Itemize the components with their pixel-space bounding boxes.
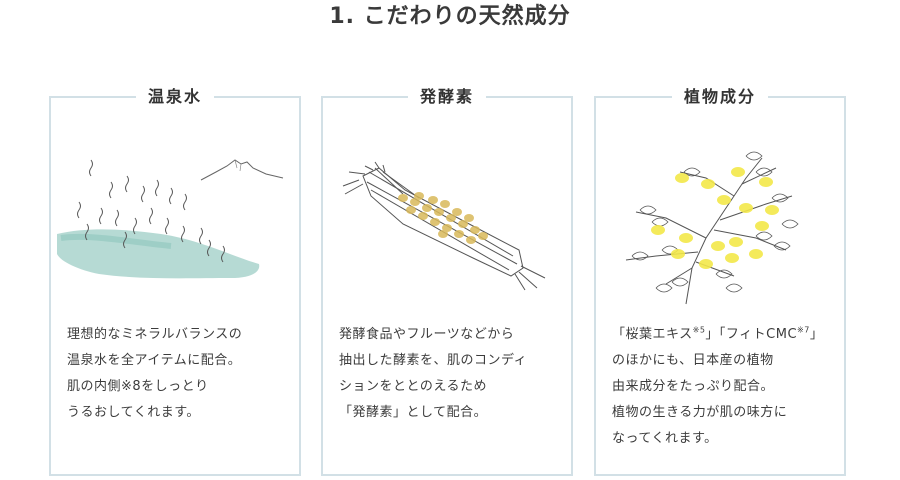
text-fragment: 」 xyxy=(809,327,824,342)
description-line: 「発酵素」として配合。 xyxy=(339,405,488,420)
description-line: 理想的なミネラルバランスの xyxy=(67,327,243,342)
card-hot-spring-water: 温泉水 理想的なミ xyxy=(49,87,301,476)
text-fragment: 」「フィトCMC xyxy=(705,327,798,342)
card-fermented-enzyme: 発酵素 xyxy=(321,87,573,476)
description-line: 植物の生きる力が肌の味方に xyxy=(612,405,788,420)
card-title: 温泉水 xyxy=(135,87,214,106)
description-line: 肌の内側※8をしっとり xyxy=(67,379,209,394)
hot-spring-illustration xyxy=(57,159,284,279)
footnote-mark: ※5 xyxy=(692,325,706,335)
card-description: 理想的なミネラルバランスの 温泉水を全アイテムに配合。 肌の内側※8をしっとり … xyxy=(67,322,289,426)
description-line: 由来成分をたっぷり配合。 xyxy=(612,379,775,394)
section-title: 1. こだわりの天然成分 xyxy=(329,4,571,29)
description-line: のほかにも、日本産の植物 xyxy=(612,353,774,368)
text-fragment: 「桜葉エキス xyxy=(612,327,693,342)
card-plant-ingredients: 植物成分 xyxy=(594,87,846,476)
footnote-mark: ※7 xyxy=(797,325,810,335)
card-description: 「桜葉エキス※5」「フィトCMC※7」 のほかにも、日本産の植物 由来成分をたっ… xyxy=(612,322,834,452)
description-line: 温泉水を全アイテムに配合。 xyxy=(67,353,242,368)
fermented-soybean-illustration xyxy=(342,161,546,291)
description-line: うるおしてくれます。 xyxy=(67,405,200,420)
description-line: 「桜葉エキス※5」「フィトCMC※7」 xyxy=(612,322,834,348)
card-title: 植物成分 xyxy=(671,87,768,106)
card-description: 発酵食品やフルーツなどから 抽出した酵素を、肌のコンディ ションをととのえるため… xyxy=(339,322,561,426)
description-line: なってくれます。 xyxy=(612,431,718,446)
description-line: 発酵食品やフルーツなどから xyxy=(339,327,515,342)
description-line: 抽出した酵素を、肌のコンディ xyxy=(339,353,528,368)
description-line: ションをととのえるため xyxy=(339,379,487,394)
card-title: 発酵素 xyxy=(407,87,486,106)
lemon-tree-illustration xyxy=(625,151,799,305)
